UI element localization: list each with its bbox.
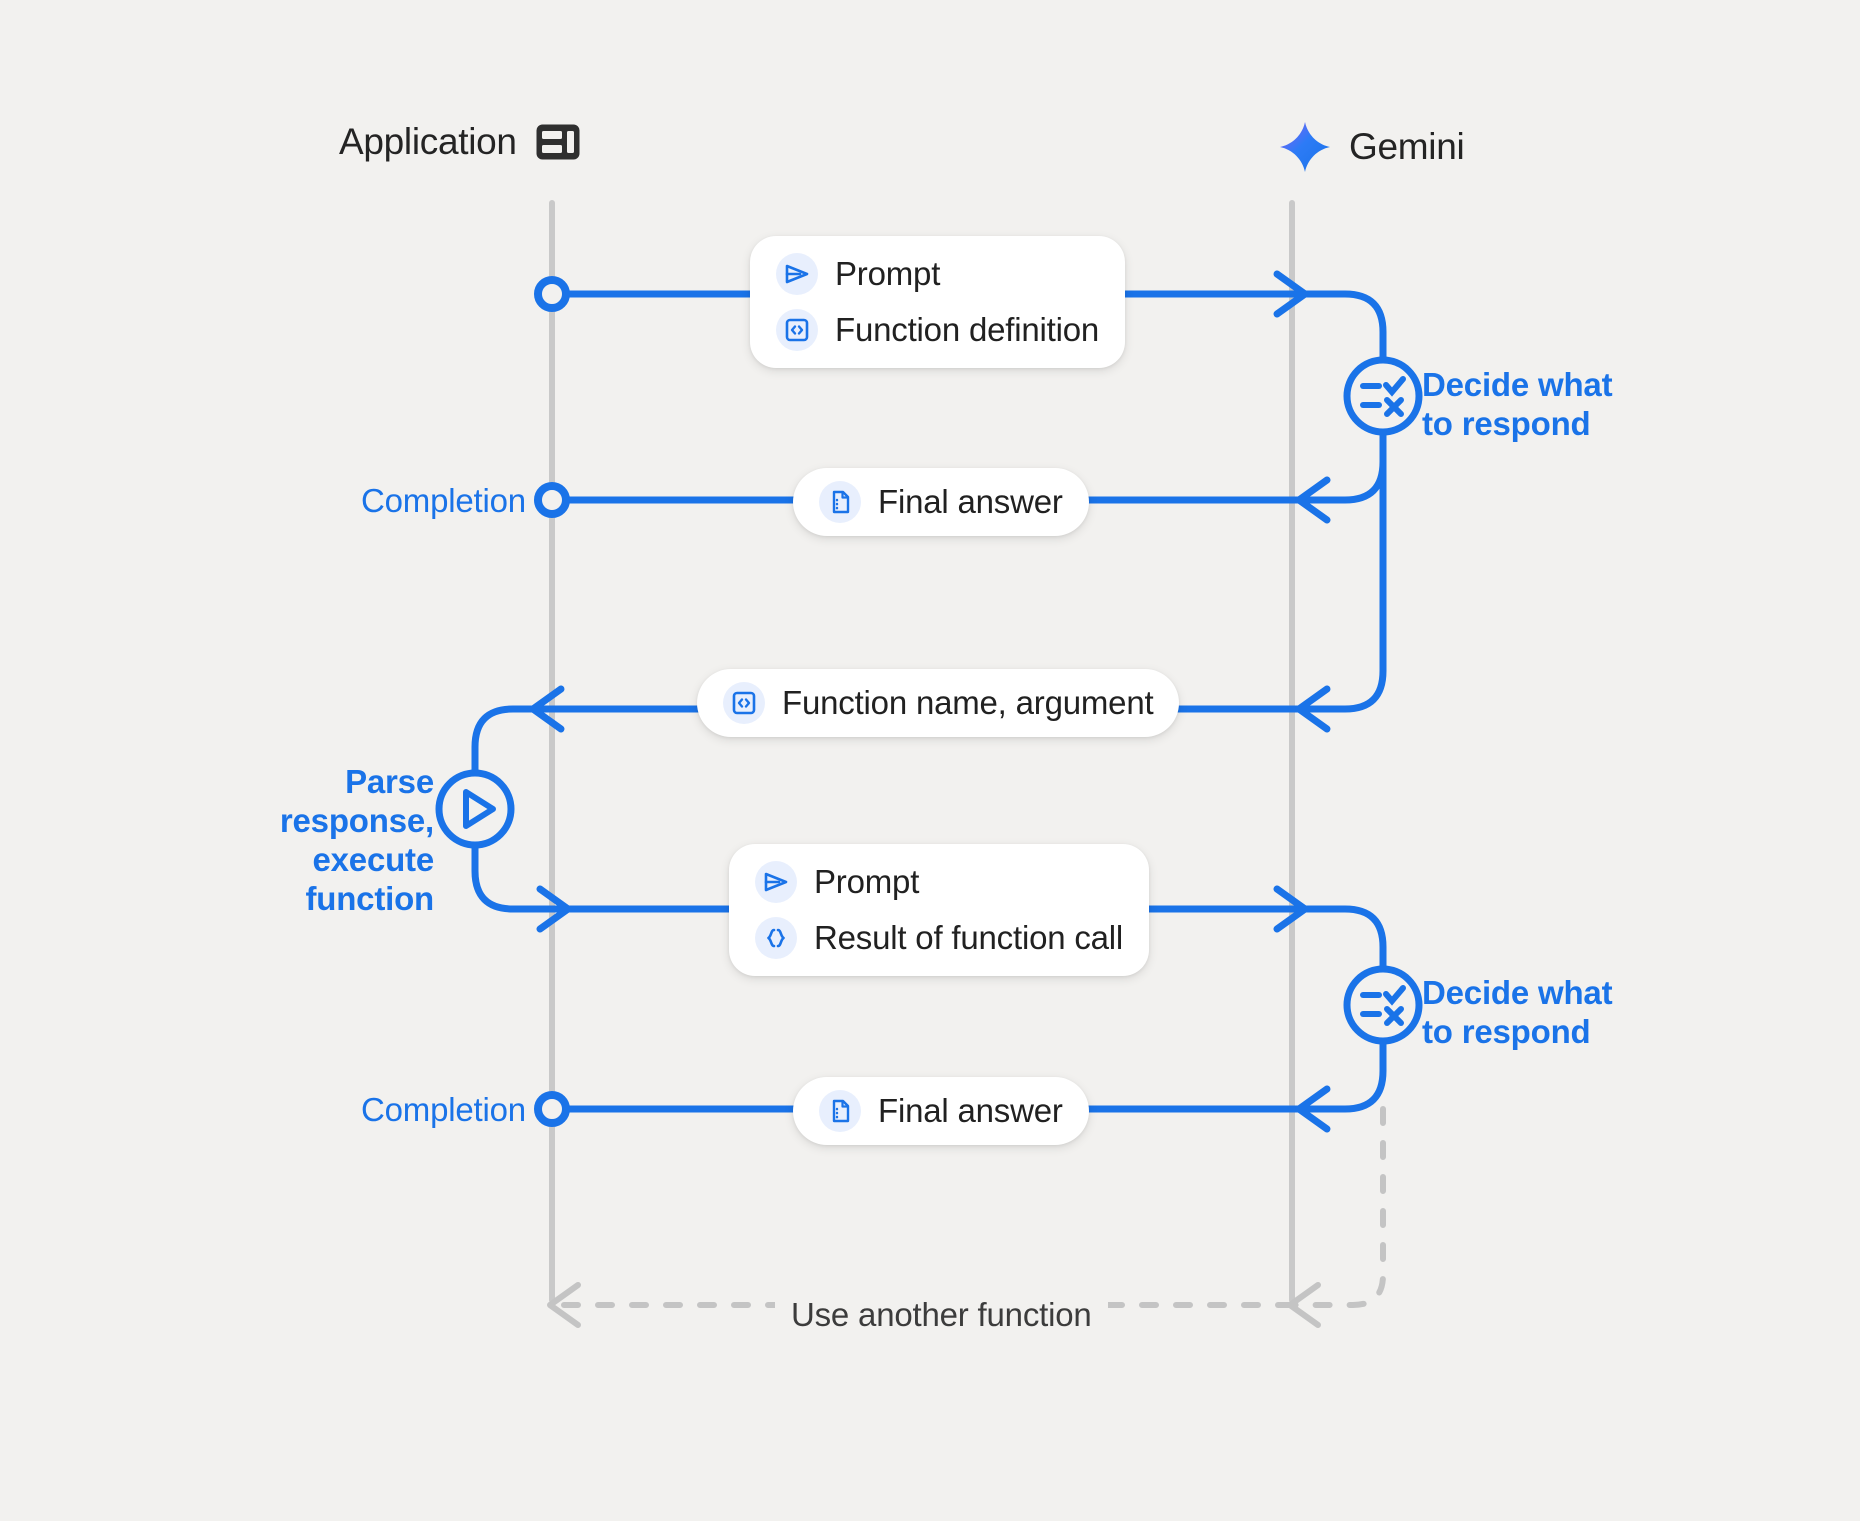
label-completion-2: Completion xyxy=(361,1091,526,1128)
gemini-sparkle-icon xyxy=(1279,121,1331,173)
node-application-execute xyxy=(435,769,515,849)
send-arrow-icon xyxy=(755,861,797,903)
bubble-row-label: Final answer xyxy=(878,483,1063,520)
dashboard-layout-icon xyxy=(535,123,581,161)
bubble-row: Prompt xyxy=(776,253,1099,295)
origin-dot-prompt xyxy=(534,276,570,312)
label-decide-2: Decide what to respond xyxy=(1422,974,1613,1050)
bubble-row-label: Function definition xyxy=(835,311,1100,348)
label-parse-execute: Parse response, execute function xyxy=(279,763,434,917)
origin-dot-completion-2 xyxy=(534,1091,570,1127)
send-arrow-icon xyxy=(776,253,818,295)
document-icon xyxy=(819,481,861,523)
curly-braces-icon xyxy=(755,917,797,959)
bubble-row: Final answer xyxy=(819,481,1063,523)
message-bubble-final-answer-1[interactable]: Final answer xyxy=(793,468,1089,536)
document-icon xyxy=(819,1090,861,1132)
column-label-gemini: Gemini xyxy=(1349,126,1465,167)
code-brackets-icon xyxy=(723,682,765,724)
bubble-row: Function name, argument xyxy=(723,682,1154,724)
bubble-row-label: Final answer xyxy=(878,1092,1063,1129)
code-brackets-icon xyxy=(776,309,818,351)
label-completion-1: Completion xyxy=(361,482,526,519)
message-bubble-function-name-argument[interactable]: Function name, argument xyxy=(697,669,1180,737)
bubble-row-label: Prompt xyxy=(835,255,941,292)
bubble-row: Result of function call xyxy=(755,917,1123,959)
node-gemini-decide-1 xyxy=(1343,356,1423,436)
origin-dot-completion-1 xyxy=(534,482,570,518)
bubble-row: Function definition xyxy=(776,309,1099,351)
column-label-application: Application xyxy=(339,121,517,162)
message-bubble-prompt-function-definition[interactable]: Prompt Function definition xyxy=(750,236,1126,368)
label-decide-1: Decide what to respond xyxy=(1422,366,1613,442)
bubble-row-label: Prompt xyxy=(814,863,920,900)
column-header-gemini: Gemini xyxy=(1279,121,1465,173)
label-use-another-function: Use another function xyxy=(775,1296,1108,1334)
column-header-application: Application xyxy=(339,121,581,163)
node-gemini-decide-2 xyxy=(1343,965,1423,1045)
message-bubble-prompt-result-of-function-call[interactable]: Prompt Result of function call xyxy=(729,844,1150,976)
message-bubble-final-answer-2[interactable]: Final answer xyxy=(793,1077,1089,1145)
bubble-row: Prompt xyxy=(755,861,1123,903)
bubble-row-label: Result of function call xyxy=(814,919,1124,956)
bubble-row: Final answer xyxy=(819,1090,1063,1132)
bubble-row-label: Function name, argument xyxy=(782,684,1154,721)
